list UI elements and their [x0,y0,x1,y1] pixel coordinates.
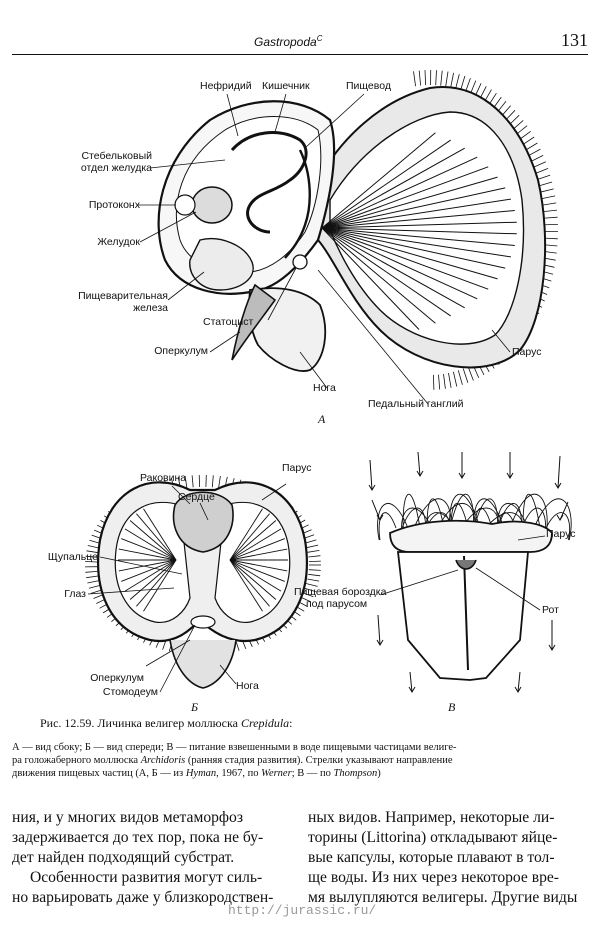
panel-v-drawing [368,451,572,693]
panel-b-drawing [84,474,321,693]
label-shell-b: Раковина [140,472,187,484]
caption-genus: Crepidula [240,716,290,730]
body-line: Особенности развития могут силь- [30,869,263,886]
label-digestive-gland-2: железа [133,302,168,314]
mouth-v [455,559,477,570]
food-groove-v [463,555,469,671]
body-line: задерживается до тех пор, пока не бу- [12,829,264,846]
body-column-left: ния, и у многих видов метаморфоз задержи… [12,808,292,908]
page-header: GastropodaC 131 [12,30,588,55]
page-number: 131 [561,30,588,50]
label-tentacle-b: Щупальце [47,551,98,563]
panel-a-letter: А [318,412,326,426]
stomach-a [191,186,233,224]
body-line: ния, и у многих видов метаморфоз [12,809,243,826]
label-statocyst: Статоцист [203,316,254,328]
intestine-a [230,131,308,234]
panel-a-leaders [138,93,511,405]
label-foot-b: Нога [236,680,259,692]
body-line: торины (Littorina) откладывают яйце- [308,829,558,846]
stomodeum-b [190,615,216,629]
body-line: дет найден подходящий субстрат. [12,849,235,866]
body-column-right: ных видов. Например, некоторые ли- торин… [308,808,588,908]
caption-line-1: А — вид сбоку; Б — вид спереди; В — пита… [12,742,457,753]
velum-v-rim [389,519,553,553]
figure-drawing [84,69,572,693]
label-stomach: Желудок [97,236,140,248]
label-food-groove-2: под парусом [306,598,368,610]
panel-a-drawing [138,69,559,405]
label-velum-a: Парус [512,346,542,358]
label-velum-v: Парус [546,528,576,540]
velum-a-inner [329,111,525,345]
shell-b [172,491,234,553]
esophagus-a [284,149,311,259]
body-v [396,551,529,681]
body-line: вые капсулы, которые плавают в тол- [308,849,555,866]
label-stalk-stomach-1: Стебельковый [81,150,152,162]
panel-b-leaders [87,483,287,693]
caption-line-2: ра голожаберного моллюска Archidoris (ра… [12,755,453,766]
figure-caption: Рис. 12.59. Личинка велигер моллюска Cre… [40,716,293,730]
running-head: GastropodaC [254,34,323,49]
velum-b-right-inner [214,501,291,624]
label-pedal-ganglion: Педальный ганглий [368,398,464,410]
panel-v-arrows [368,451,569,693]
label-nephridium: Нефридий [200,80,252,92]
caption-description: А — вид сбоку; Б — вид спереди; В — пита… [12,741,588,780]
velum-b-rays [118,508,288,612]
watermark: http://jurassic.ru/ [228,903,377,918]
statocyst-a [292,254,308,270]
protoconch-a [174,194,196,216]
body-line: но варьировать даже у близкородствен- [12,889,274,906]
label-operculum-a: Оперкулум [154,345,208,357]
body-line: мя вылупляются велигеры. Другие виды [308,889,578,906]
label-mouth-v: Рот [542,604,559,616]
foot-b [169,639,237,689]
panel-v-leaders [379,535,546,611]
velum-a-rays [321,132,517,330]
body-line: ще воды. Из них через некоторое вре- [308,869,559,886]
label-operculum-b: Оперкулум [90,672,144,684]
velum-b-left-inner [114,501,191,624]
caption-line-3: движения пищевых частиц (А, Б — из Hyman… [12,768,381,779]
body-line: ных видов. Например, некоторые ли- [308,809,555,826]
label-digestive-gland-1: Пищеварительная [78,290,168,302]
panel-b-letter: Б [191,700,199,714]
label-heart-b: Сердце [178,491,215,503]
shell-a-inner [175,116,322,274]
label-foot-a: Нога [313,382,336,394]
label-stalk-stomach-2: отдел желудка [80,162,152,174]
label-velum-b: Парус [282,462,312,474]
label-food-groove-1: Пищевая бороздка [294,586,387,598]
label-esophagus: Пищевод [346,80,391,92]
operculum-a [231,283,277,361]
panel-v-letter: В [448,700,456,714]
label-protoconch: Протоконх [88,199,140,211]
label-eye-b: Глаз [64,588,86,600]
label-stomodeum-b: Стомодеум [102,686,158,698]
digestive-gland-a [189,238,254,291]
label-intestine: Кишечник [262,80,310,92]
